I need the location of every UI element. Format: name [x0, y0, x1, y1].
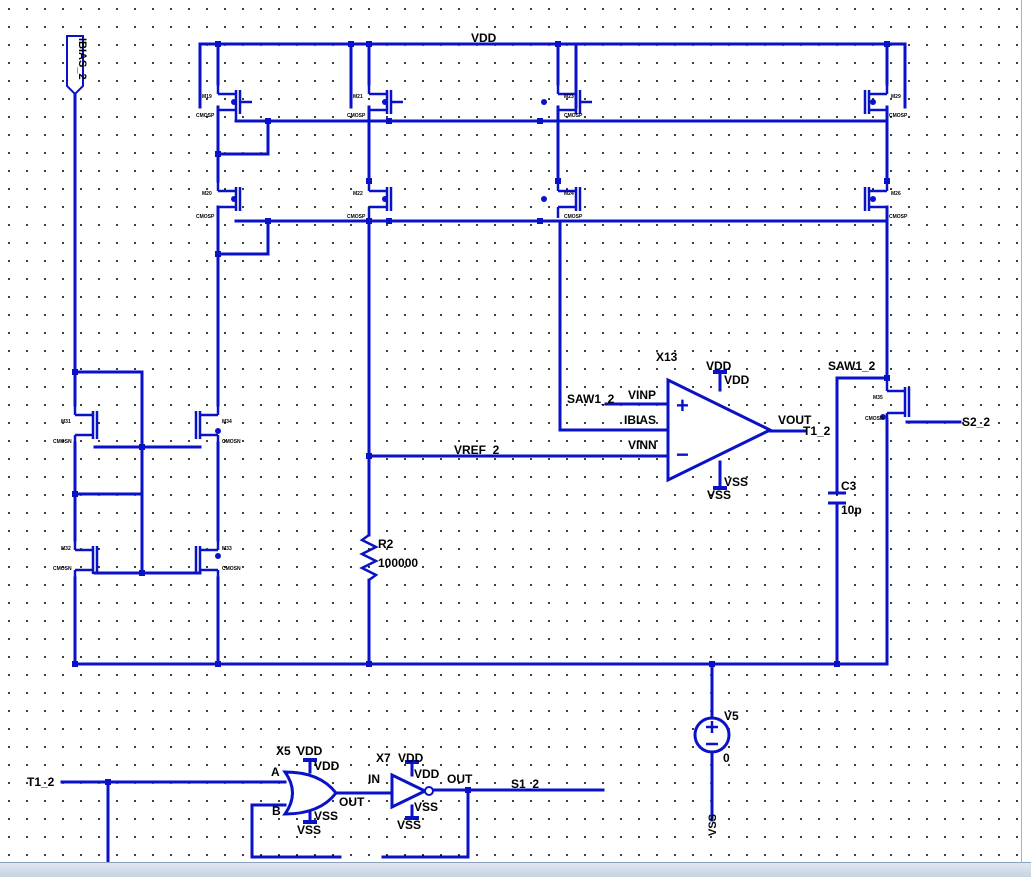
wires[interactable]: [60, 42, 962, 864]
x5-vdd-pin: VDD: [314, 759, 340, 773]
opamp-x13[interactable]: + − X13 VINP IBIAS VINN VOUT VDD VDD VSS…: [624, 350, 812, 502]
m29-model: CMOSP: [889, 113, 908, 119]
x7-vss-label: VSS: [397, 818, 421, 832]
junctions: [72, 41, 890, 793]
opamp-vdd-label: VDD: [706, 359, 732, 373]
r2-label: R2: [378, 537, 394, 551]
nmos-m31[interactable]: M31 CMOSN: [53, 405, 99, 445]
c3-label: C3: [841, 479, 857, 493]
m32-label: M32: [61, 546, 71, 552]
x7-vss-pin: VSS: [414, 800, 438, 814]
vout-label: VOUT: [778, 413, 812, 427]
m31-label: M31: [61, 419, 71, 425]
opamp-vss-pin: VSS: [724, 475, 748, 489]
m31-model: CMOSN: [53, 439, 72, 445]
pmos-m24[interactable]: M24 CMOSP: [541, 181, 583, 220]
ibias-port-label: IBIAS_2: [76, 38, 88, 80]
x5-out-label: OUT: [339, 795, 365, 809]
m26-model: CMOSP: [889, 214, 908, 220]
v5-value: 0: [723, 751, 730, 765]
t1-output-label: T1_2: [803, 424, 831, 438]
capacitor-c3[interactable]: [828, 491, 846, 505]
x5-label: X5: [276, 744, 291, 758]
pmos-m20[interactable]: M20 CMOSP: [196, 181, 242, 220]
opamp-vss-label: VSS: [707, 488, 731, 502]
opamp-vdd-pin: VDD: [724, 373, 750, 387]
pmos-m35[interactable]: M35 CMOSP: [865, 378, 911, 423]
x7-out-label: OUT: [447, 772, 473, 786]
voltage-source-v5[interactable]: V5 0: [693, 709, 739, 765]
horizontal-scrollbar[interactable]: [0, 862, 1031, 877]
pmos-m29[interactable]: M29 CMOSP: [863, 84, 908, 121]
gate-b-label: B: [272, 804, 281, 818]
pmos-m22[interactable]: M22 CMOSP: [347, 181, 393, 220]
vref-label: VREF_2: [454, 443, 500, 457]
m19-label: M19: [202, 94, 212, 100]
m33-label: M33: [222, 546, 232, 552]
x13-label: X13: [656, 350, 678, 364]
m22-model: CMOSP: [347, 214, 366, 220]
saw-input-label: SAW1_2: [567, 392, 615, 406]
pmos-m23[interactable]: M23 CMOSP: [541, 84, 592, 121]
m19-model: CMOSP: [196, 113, 215, 119]
s2-label: S2_2: [962, 415, 990, 429]
m35-model: CMOSP: [865, 416, 884, 422]
opamp-plus-icon: +: [676, 393, 689, 418]
vdd-rail-label: VDD: [471, 31, 497, 45]
m32-model: CMOSN: [53, 566, 72, 572]
gate-a-label: A: [271, 765, 280, 779]
m33-model: CMOSN: [222, 566, 241, 572]
pmos-m26[interactable]: M26 CMOSP: [863, 181, 908, 220]
m26-label: M26: [891, 191, 901, 197]
nmos-m33[interactable]: M33 CMOSN: [194, 540, 241, 578]
window-edge: [1021, 0, 1031, 862]
m22-label: M22: [353, 191, 363, 197]
vinn-label: VINN: [628, 438, 657, 452]
vinp-label: VINP: [628, 388, 656, 402]
x7-label: X7: [376, 751, 391, 765]
m34-model: CMOSN: [222, 439, 241, 445]
ibias-port[interactable]: IBIAS_2: [66, 35, 88, 96]
x7-vdd-label: VDD: [398, 751, 424, 765]
saw-cap-label: SAW1_2: [828, 359, 876, 373]
pmos-m21[interactable]: M21 CMOSP: [347, 84, 403, 121]
pmos-m19[interactable]: M19 CMOSP: [196, 84, 252, 121]
resistor-r2[interactable]: R2 100000: [359, 533, 418, 582]
s1-label: S1_2: [511, 777, 539, 791]
m20-label: M20: [202, 191, 212, 197]
c3-value: 10p: [841, 503, 862, 517]
nmos-m32[interactable]: M32 CMOSN: [53, 540, 99, 578]
m34-label: M34: [222, 419, 232, 425]
m35-label: M35: [873, 395, 883, 401]
or-gate-x5[interactable]: X5 VDD VDD A B OUT VSS VSS: [271, 744, 365, 837]
m20-model: CMOSP: [196, 214, 215, 220]
m24-label: M24: [564, 191, 574, 197]
t1-input-label: T1_2: [27, 775, 55, 789]
power-marks: [303, 370, 727, 824]
inverter-x7[interactable]: X7 VDD VDD IN OUT VSS VSS: [368, 751, 473, 832]
ibias-label: IBIAS: [624, 413, 656, 427]
m23-label: M23: [564, 94, 574, 100]
m24-model: CMOSP: [564, 214, 583, 220]
m21-label: M21: [353, 94, 363, 100]
x5-vss-pin: VSS: [314, 809, 338, 823]
v5-label: V5: [724, 709, 739, 723]
x5-vss-label: VSS: [297, 823, 321, 837]
m23-model: CMOSP: [564, 113, 583, 119]
x7-vdd-pin: VDD: [414, 767, 440, 781]
nmos-m34[interactable]: M34 CMOSN: [194, 405, 241, 445]
m29-label: M29: [891, 94, 901, 100]
opamp-minus-icon: −: [676, 442, 689, 467]
x5-vdd-label: VDD: [297, 744, 323, 758]
x7-in-label: IN: [368, 772, 380, 786]
ground-vss-label: VSS: [707, 814, 719, 836]
r2-value: 100000: [378, 556, 418, 570]
m21-model: CMOSP: [347, 113, 366, 119]
